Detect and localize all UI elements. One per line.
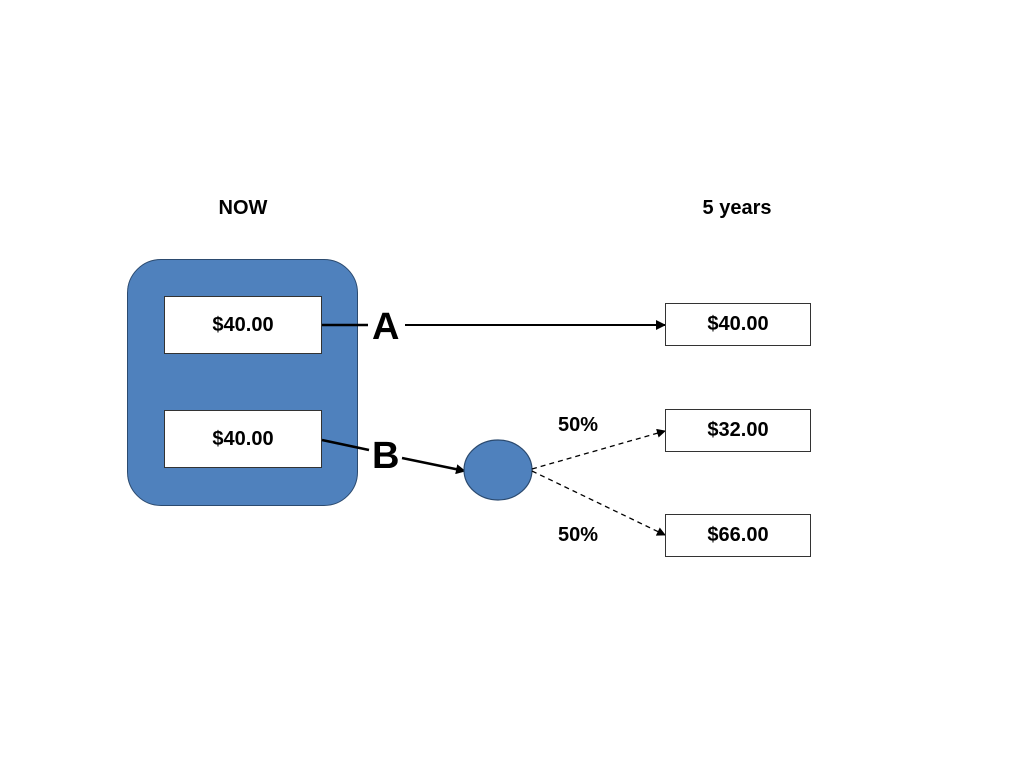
now-header: NOW [218, 197, 268, 219]
branch-high-arrow [531, 470, 666, 536]
outcome-b-low: $32.00 [665, 409, 811, 452]
probability-low: 50% [558, 414, 599, 436]
outcome-a: $40.00 [665, 303, 811, 346]
outcome-b-high: $66.00 [665, 514, 811, 557]
option-a-label: A [372, 306, 400, 348]
branch-low-arrow [531, 428, 666, 470]
probability-high: 50% [558, 524, 599, 546]
arrow-b-to-chance-node [401, 456, 466, 475]
now-value-a: $40.00 [164, 296, 322, 354]
now-value-b: $40.00 [164, 410, 322, 468]
five-years-header: 5 years [702, 197, 772, 219]
option-b-label: B [372, 435, 400, 477]
link-now-b-to-label [321, 438, 370, 452]
chance-node [463, 439, 533, 501]
